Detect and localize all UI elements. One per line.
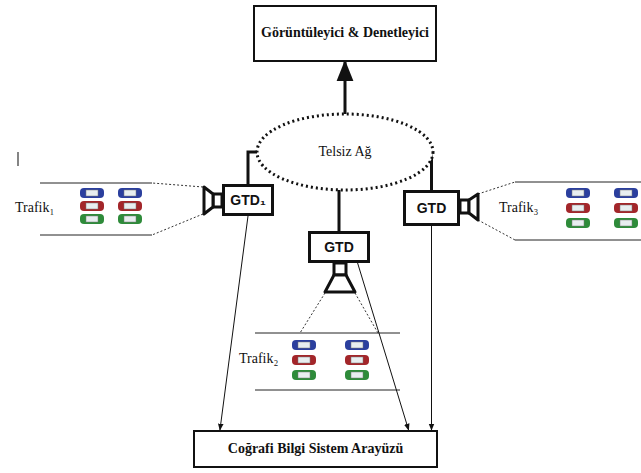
car-window: [620, 205, 632, 211]
car-icon: [118, 214, 142, 224]
car-window: [572, 190, 584, 196]
car-body: [118, 188, 142, 198]
link-line: [338, 190, 341, 231]
process-box: Görüntüleyici & Denetleyici: [253, 5, 437, 62]
car-body: [80, 188, 104, 198]
car-window: [124, 216, 136, 222]
car-body: [614, 188, 638, 198]
car-body: [118, 201, 142, 211]
device-box: GTD₁: [222, 184, 274, 216]
node-text: GTD: [324, 239, 354, 255]
car-body: [292, 355, 316, 365]
car-icon: [292, 355, 316, 365]
lane-lines: [40, 182, 641, 390]
node-text: GTD₁: [230, 192, 265, 208]
car-window: [86, 190, 98, 196]
car-body: [345, 355, 369, 365]
car-window: [620, 190, 632, 196]
area-label: Trafik₂: [238, 351, 279, 367]
arrow-connector: [358, 263, 409, 430]
car-icon: [292, 370, 316, 380]
node-text: Görüntüleyici & Denetleyici: [261, 25, 429, 42]
car-window: [86, 216, 98, 222]
car-body: [292, 370, 316, 380]
arrow-connector: [220, 216, 248, 430]
car-group: [80, 188, 638, 380]
car-window: [298, 372, 310, 378]
car-icon: [566, 203, 590, 213]
process-box: Coğrafi Bilgi Sistem Arayüzü: [193, 430, 438, 468]
car-icon: [566, 188, 590, 198]
car-icon: [345, 370, 369, 380]
car-body: [566, 188, 590, 198]
car-window: [351, 357, 363, 363]
car-body: [80, 201, 104, 211]
car-body: [566, 203, 590, 213]
car-window: [572, 205, 584, 211]
stray-mark: [17, 152, 18, 166]
car-window: [351, 342, 363, 348]
car-icon: [118, 188, 142, 198]
car-icon: [80, 188, 104, 198]
area-label: Trafik₁: [14, 200, 55, 216]
arrow-connector: [431, 226, 432, 430]
car-icon: [566, 218, 590, 228]
car-icon: [292, 340, 316, 350]
field-of-view: [152, 182, 515, 333]
car-window: [620, 220, 632, 226]
network-ellipse: Telsiz Ağ: [255, 112, 435, 192]
car-body: [345, 370, 369, 380]
car-icon: [345, 340, 369, 350]
car-icon: [614, 188, 638, 198]
car-window: [298, 342, 310, 348]
car-icon: [80, 214, 104, 224]
ellipse-outline: [257, 114, 433, 190]
car-window: [298, 357, 310, 363]
car-body: [614, 203, 638, 213]
car-window: [351, 372, 363, 378]
car-window: [86, 203, 98, 209]
car-body: [566, 218, 590, 228]
node-text: GTD: [417, 200, 447, 216]
device-box: GTD: [308, 231, 370, 263]
node-text: Telsiz Ağ: [318, 144, 371, 160]
node-text: Coğrafi Bilgi Sistem Arayüzü: [228, 441, 403, 458]
car-body: [614, 218, 638, 228]
car-window: [572, 220, 584, 226]
car-body: [345, 340, 369, 350]
car-body: [292, 340, 316, 350]
arrow-connector: [344, 62, 347, 114]
link-line: [248, 152, 257, 184]
car-icon: [118, 201, 142, 211]
car-icon: [80, 201, 104, 211]
car-icon: [614, 203, 638, 213]
car-icon: [614, 218, 638, 228]
car-body: [118, 214, 142, 224]
car-icon: [345, 355, 369, 365]
device-box: GTD: [403, 190, 460, 226]
car-body: [80, 214, 104, 224]
area-label: Trafik₃: [498, 200, 539, 216]
car-window: [124, 203, 136, 209]
car-window: [124, 190, 136, 196]
